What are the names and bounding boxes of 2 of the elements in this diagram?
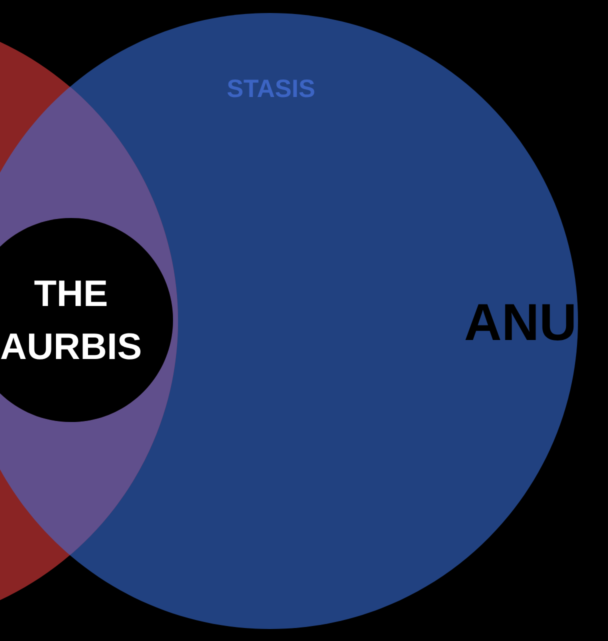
set-label: STASIS: [228, 80, 314, 98]
set-label: ANU: [465, 304, 574, 340]
